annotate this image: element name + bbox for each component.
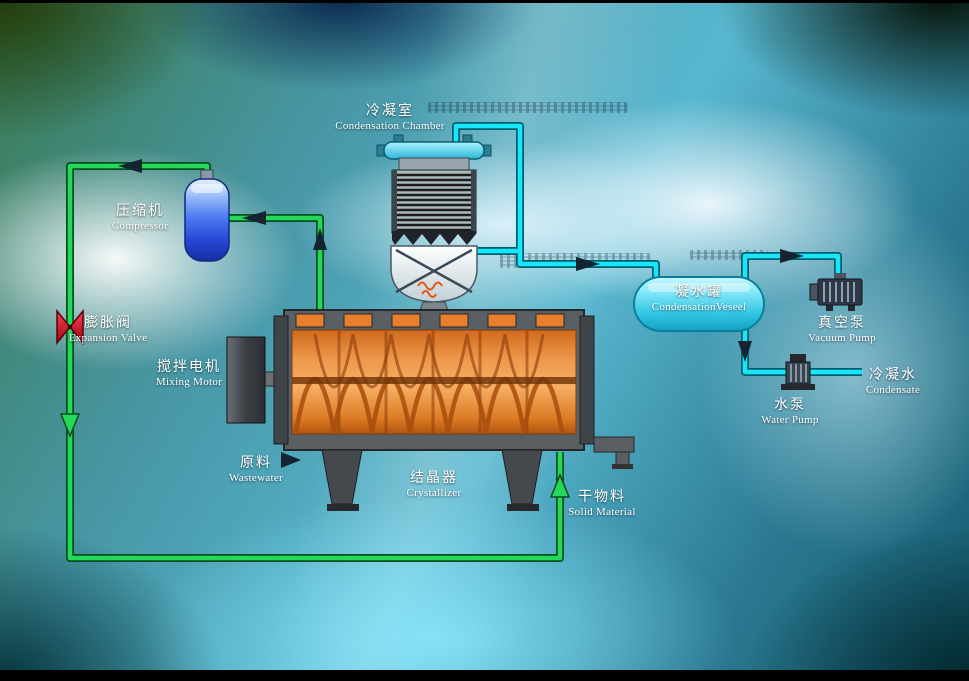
crystallizer-leg: [321, 449, 363, 505]
letterbox-top: [0, 0, 969, 3]
flow-arrows: [59, 159, 804, 498]
condensation-vessel: [633, 276, 765, 332]
arrow-up-icon: [313, 228, 327, 250]
auger-screw: [313, 333, 545, 389]
green-arrow-down-icon: [59, 413, 81, 438]
arrow-right-icon: [281, 452, 301, 468]
arrow-right-icon: [780, 249, 804, 263]
green-arrow-up-icon: [549, 473, 571, 498]
label-zh: 压缩机: [116, 204, 164, 219]
chamber-zigzag-plate: [392, 231, 476, 245]
label-expansion-valve: 膨胀阀 Expansion Valve: [58, 316, 158, 345]
label-wastewater: 原料 Wastewater: [206, 456, 306, 485]
label-mixing-motor: 搅拌电机 Mixing Motor: [139, 360, 239, 389]
label-zh: 冷凝室: [366, 104, 414, 119]
chamber-top-cap: [383, 141, 485, 160]
label-condensation-vessel: 凝水罐 CondensationVeseel: [634, 285, 764, 314]
arrow-left-icon: [242, 211, 266, 225]
solids-outlet-pipe: [593, 436, 635, 453]
label-en: CondensationVeseel: [651, 301, 747, 314]
crystallizer-leg: [501, 449, 543, 505]
label-crystallizer: 结晶器 Crystallizer: [384, 471, 484, 500]
arrow-left-icon: [118, 159, 142, 173]
label-zh: 干物料: [578, 490, 626, 505]
label-zh: 搅拌电机: [157, 360, 221, 375]
label-en: Solid Material: [568, 506, 636, 519]
heat-squiggle-icon: [417, 281, 443, 291]
label-en: Wastewater: [228, 472, 284, 485]
label-zh: 原料: [240, 456, 272, 471]
condensation-vessel-body: [633, 276, 765, 332]
label-zh: 凝水罐: [675, 285, 723, 300]
condensation-chamber: [376, 134, 492, 314]
label-zh: 水泵: [774, 398, 806, 413]
letterbox-bottom: [0, 670, 969, 681]
refrigerant-main-loop-pipe: [67, 163, 563, 561]
water-pump: [781, 354, 815, 390]
label-en: Water Pump: [761, 414, 819, 427]
chamber-top-vapor-pipe: [453, 123, 659, 282]
mixing-motor-body: [226, 336, 266, 424]
label-solid-material: 干物料 Solid Material: [552, 490, 652, 519]
label-en: Condensate: [865, 384, 921, 397]
compressor-body: [184, 178, 230, 262]
crystallizer: [273, 309, 635, 511]
label-condensation-chamber: 冷凝室 Condensation Chamber: [310, 104, 470, 133]
arrow-down-icon: [738, 341, 752, 362]
label-en: Condensation Chamber: [335, 120, 445, 133]
vacuum-pump: [809, 273, 863, 311]
label-en: Vacuum Pump: [808, 332, 876, 345]
label-water-pump: 水泵 Water Pump: [740, 398, 840, 427]
label-zh: 真空泵: [818, 316, 866, 331]
label-condensate: 冷凝水 Condensate: [843, 368, 943, 397]
arrow-right-icon: [576, 257, 600, 271]
label-en: Crystallizer: [406, 487, 462, 500]
label-en: Compressor: [111, 220, 169, 233]
label-vacuum-pump: 真空泵 Vacuum Pump: [792, 316, 892, 345]
label-zh: 膨胀阀: [84, 316, 132, 331]
label-zh: 冷凝水: [869, 368, 917, 383]
label-en: Mixing Motor: [155, 376, 223, 389]
label-en: Expansion Valve: [68, 332, 148, 345]
heat-squiggle-icon: [421, 290, 437, 298]
label-zh: 结晶器: [410, 471, 458, 486]
expansion-valve: [56, 308, 84, 346]
compressor: [184, 169, 230, 262]
label-compressor: 压缩机 Compressor: [90, 204, 190, 233]
refrigerant-return-pipe: [226, 215, 323, 314]
